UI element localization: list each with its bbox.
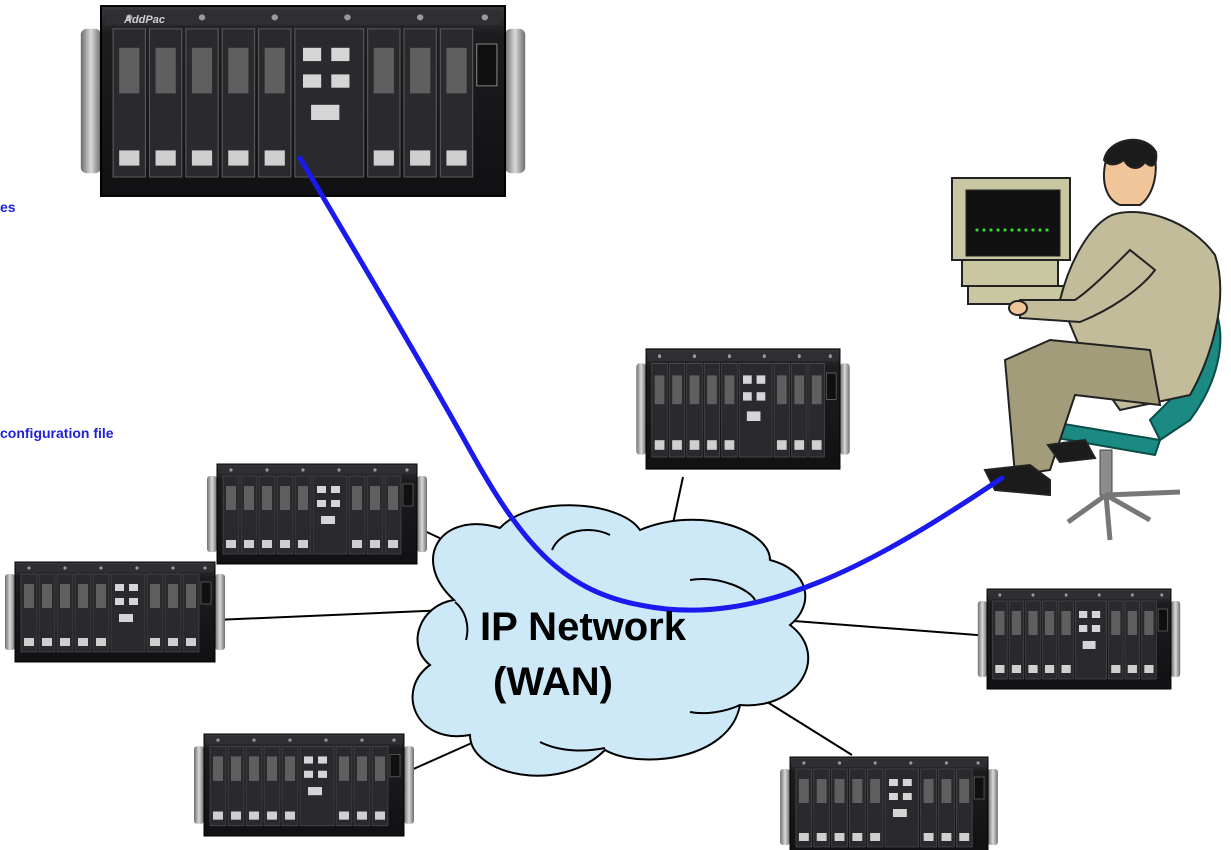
chassis-left-top bbox=[206, 463, 428, 565]
left-note-line-1: es bbox=[0, 199, 16, 215]
chassis-right-bottom bbox=[779, 756, 999, 850]
cloud-label-line-2: (WAN) bbox=[493, 660, 613, 704]
chassis-left-middle bbox=[4, 561, 226, 663]
chassis-center-top bbox=[635, 348, 851, 470]
computer-icon bbox=[951, 177, 1071, 305]
management-link bbox=[297, 155, 1005, 613]
wan-cloud bbox=[411, 504, 810, 777]
brand-logo: AddPac bbox=[123, 14, 165, 26]
chassis-right-middle bbox=[977, 588, 1181, 690]
chassis-left-bottom bbox=[193, 733, 415, 837]
left-note-line-2: configuration file bbox=[0, 425, 114, 441]
operator-person-icon bbox=[983, 138, 1222, 497]
cloud-label-line-1: IP Network bbox=[480, 605, 686, 649]
operator-workstation bbox=[951, 138, 1222, 541]
